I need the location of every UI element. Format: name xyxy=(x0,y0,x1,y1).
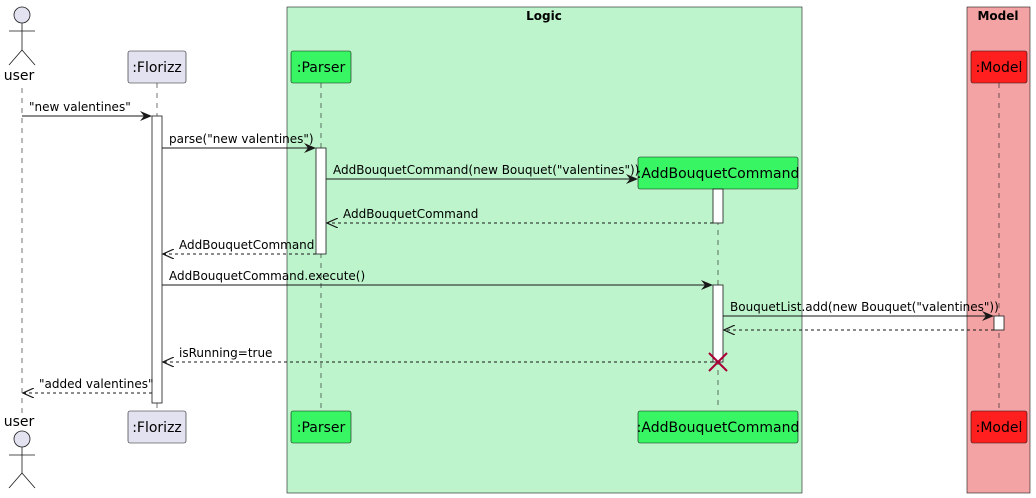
actor-user-bottom-label: user xyxy=(4,414,35,430)
actor-user-bottom xyxy=(8,430,36,489)
activation-addcmd-2 xyxy=(712,284,724,363)
destroy-x-icon xyxy=(708,352,728,372)
participant-florizz-top-label: :Florizz xyxy=(132,60,182,76)
model-box-title: Model xyxy=(977,9,1018,23)
participant-addcmd-created: :AddBouquetCommand xyxy=(637,156,800,190)
logic-box-title: Logic xyxy=(526,9,562,23)
participant-model-bottom-label: :Model xyxy=(976,420,1023,436)
activations xyxy=(151,115,1005,404)
actor-user-top xyxy=(8,6,36,66)
message-label-4: AddBouquetCommand xyxy=(343,207,478,221)
message-label-2: parse("new valentines") xyxy=(169,132,314,146)
participant-parser-top-label: :Parser xyxy=(297,60,346,76)
participant-model-top-label: :Model xyxy=(976,60,1023,76)
participant-addcmd-created-label: :AddBouquetCommand xyxy=(637,166,800,182)
messages xyxy=(22,111,994,393)
message-label-3: AddBouquetCommand(new Bouquet("valentine… xyxy=(333,163,639,177)
participant-parser-bottom-label: :Parser xyxy=(297,420,346,436)
participant-florizz-top: :Florizz xyxy=(127,50,187,84)
participant-model-bottom: :Model xyxy=(970,410,1028,444)
activation-addcmd-1 xyxy=(712,188,724,224)
participant-addcmd-bottom: :AddBouquetCommand xyxy=(637,410,800,444)
message-label-1: "new valentines" xyxy=(29,100,131,114)
participant-parser-bottom: :Parser xyxy=(290,410,352,444)
actor-user-top-label: user xyxy=(4,68,35,84)
activation-model xyxy=(993,315,1005,331)
participant-florizz-bottom: :Florizz xyxy=(127,410,187,444)
participant-parser-top: :Parser xyxy=(290,50,352,84)
participant-florizz-bottom-label: :Florizz xyxy=(132,420,182,436)
message-label-5: AddBouquetCommand xyxy=(179,238,314,252)
participant-addcmd-bottom-label: :AddBouquetCommand xyxy=(637,420,800,436)
activation-florizz xyxy=(151,115,163,404)
activation-parser xyxy=(315,147,327,255)
message-label-7: BouquetList.add(new Bouquet("valentines"… xyxy=(730,300,999,314)
participant-model-top: :Model xyxy=(970,50,1028,84)
message-label-10: "added valentines" xyxy=(39,377,154,391)
message-label-6: AddBouquetCommand.execute() xyxy=(169,269,365,283)
message-label-9: isRunning=true xyxy=(179,346,272,360)
